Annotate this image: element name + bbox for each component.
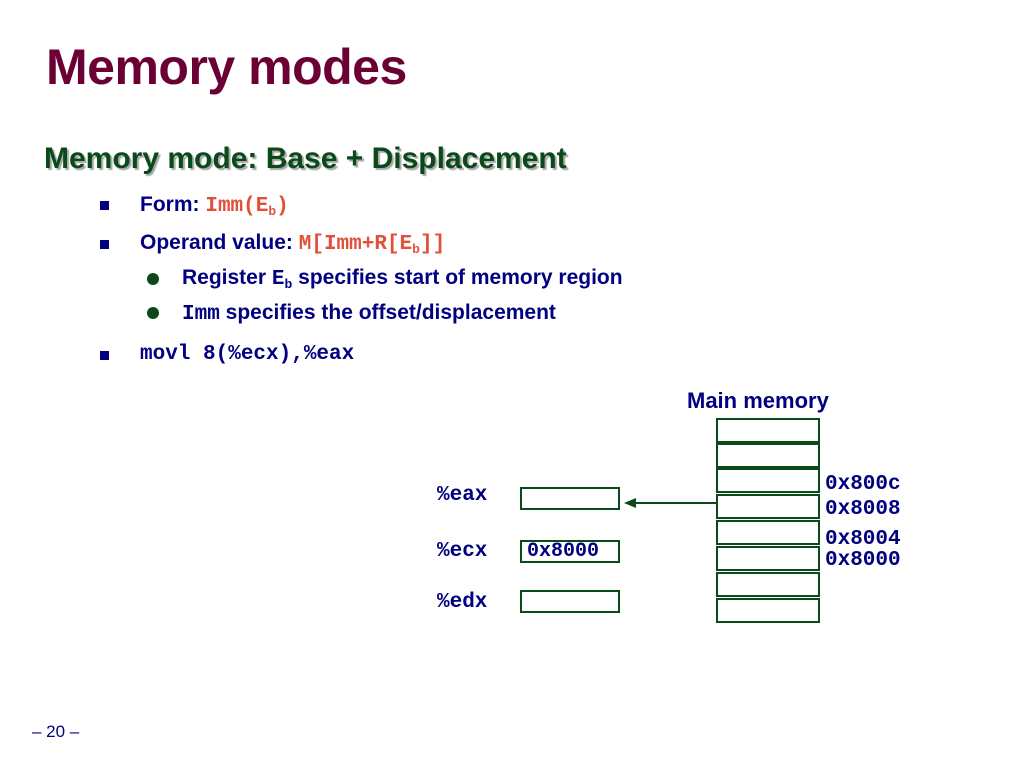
operand-label: Operand value: [140,231,293,254]
square-bullet-icon [100,351,109,360]
slide-title: Memory modes [46,39,407,95]
register-box-eax [520,487,620,510]
bullet-form: Form: Imm(Eb) [140,193,289,219]
round-bullet-icon [147,273,159,285]
register-code: Eb [271,268,293,292]
memory-cell [716,443,820,468]
address-label: 0x8000 [825,549,901,572]
sub-bullet-imm: Imm specifies the offset/displacement [182,301,556,326]
round-bullet-icon [147,307,159,319]
memory-cell [716,494,820,519]
example-instruction: movl 8(%ecx),%eax [140,343,355,366]
memory-cell [716,572,820,597]
address-label: 0x800c [825,473,901,496]
address-label: 0x8008 [825,498,901,521]
bullet-operand: Operand value: M[Imm+R[Eb]] [140,231,445,257]
address-label: 0x8004 [825,528,901,551]
register-box-edx [520,590,620,613]
form-label: Form: [140,193,200,216]
main-memory-title: Main memory [687,388,829,413]
register-label-eax: %eax [437,484,488,507]
form-code: Imm(Eb) [205,195,289,219]
operand-code: M[Imm+R[Eb]] [298,233,446,257]
memory-cell [716,520,820,545]
imm-code: Imm [182,303,220,326]
square-bullet-icon [100,201,109,210]
memory-cell [716,468,820,493]
slide-subtitle: Memory mode: Base + Displacement [44,142,567,175]
register-box-ecx: 0x8000 [520,540,620,563]
page-number: – 20 – [32,722,80,741]
square-bullet-icon [100,240,109,249]
sub-bullet-register: Register Eb specifies start of memory re… [182,266,623,292]
register-label-ecx: %ecx [437,540,488,563]
memory-cell [716,546,820,571]
memory-cell [716,418,820,443]
register-label-edx: %edx [437,591,488,614]
memory-cell [716,598,820,623]
